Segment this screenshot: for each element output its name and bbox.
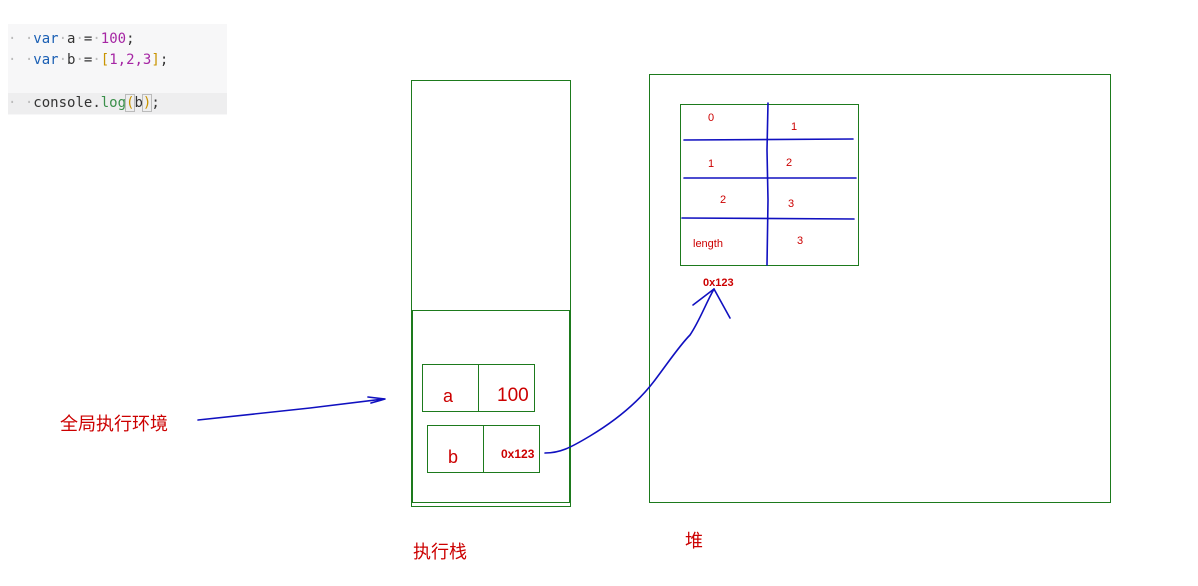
array-key-length: length (693, 238, 723, 250)
array-value-1: 2 (786, 157, 793, 169)
code-keyword: var (33, 52, 59, 68)
heap-box (649, 74, 1111, 503)
reference-arrow-line (544, 288, 715, 454)
array-value-length: 3 (797, 235, 804, 247)
execution-stack-box (411, 80, 571, 507)
var-value-b: 0x123 (501, 447, 535, 461)
code-bracket-open: [ (100, 52, 110, 68)
heap-array-object: 0 1 1 2 2 3 length 3 (680, 104, 859, 266)
var-value-a: 100 (497, 385, 529, 406)
var-name-a: a (443, 386, 454, 406)
code-dot: . (92, 95, 101, 111)
table-column-divider-stroke (766, 102, 769, 266)
code-number: 100 (100, 31, 127, 47)
heap-label: 堆 (685, 531, 703, 551)
code-line-2: · ·var·b·=·[1,2,3]; (8, 52, 169, 68)
code-object: console (33, 95, 93, 111)
code-operator: = (83, 31, 93, 47)
code-array-items: 1,2,3 (109, 52, 152, 68)
code-snippet: · ·var·a·=·100; · ·var·b·=·[1,2,3]; · ·c… (8, 24, 227, 115)
code-operator: = (83, 52, 93, 68)
global-context-frame (412, 310, 570, 503)
cell-divider (478, 365, 479, 411)
reference-arrowhead (692, 288, 731, 319)
array-value-2: 3 (788, 198, 795, 210)
stack-label: 执行栈 (413, 542, 467, 562)
array-key-0: 0 (708, 112, 715, 124)
code-paren-close: ) (141, 94, 153, 112)
stack-var-a: a 100 (422, 364, 535, 412)
code-semicolon: ; (151, 95, 160, 111)
var-name-b: b (448, 447, 459, 467)
global-env-arrow-line (197, 398, 385, 421)
code-line-1: · ·var·a·=·100; (8, 31, 135, 47)
table-row-divider-1-stroke (683, 138, 854, 141)
heap-address-label: 0x123 (703, 277, 734, 289)
code-identifier: a (67, 31, 76, 47)
global-env-label: 全局执行环境 (60, 414, 168, 434)
array-key-2: 2 (720, 194, 727, 206)
array-key-1: 1 (708, 158, 715, 170)
table-row-divider-3-stroke (681, 217, 855, 220)
code-line-3: · ·console.log(b); (8, 93, 227, 114)
code-keyword: var (33, 31, 59, 47)
array-value-0: 1 (791, 121, 798, 133)
cell-divider (483, 426, 484, 472)
code-bracket-close: ] (151, 52, 160, 68)
code-semicolon: ; (159, 52, 169, 68)
code-semicolon: ; (126, 31, 135, 47)
code-identifier: b (67, 52, 76, 68)
code-method: log (100, 95, 127, 111)
code-paren-open: ( (124, 94, 136, 112)
code-argument: b (134, 95, 143, 111)
stack-var-b: b 0x123 (427, 425, 540, 473)
global-env-arrowhead (367, 396, 386, 404)
